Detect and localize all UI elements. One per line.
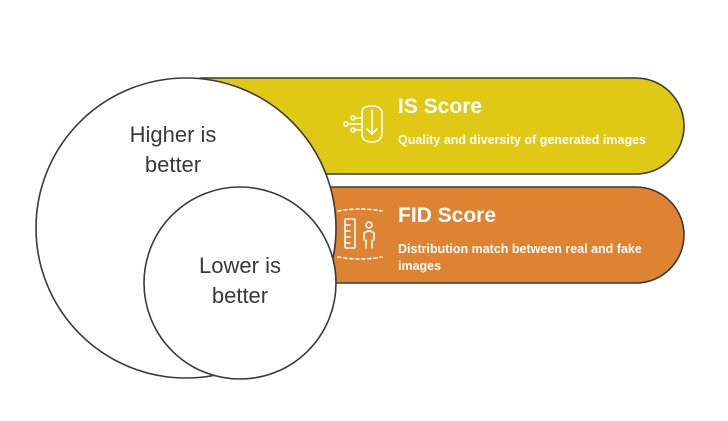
lower-is-better-label: Lower is better <box>199 253 281 308</box>
fid-score-title: FID Score <box>398 204 497 227</box>
ruler-person-icon <box>337 208 383 260</box>
is-score-description: Quality and diversity of generated image… <box>398 133 646 147</box>
is-score-title: IS Score <box>398 95 483 118</box>
higher-is-better-label: Higher is better <box>129 122 217 177</box>
brain-arrow-icon <box>343 105 383 143</box>
is-score-band <box>199 77 685 175</box>
fid-score-description: Distribution match between real and fake… <box>398 242 642 273</box>
lower-is-better-circle <box>143 186 337 380</box>
